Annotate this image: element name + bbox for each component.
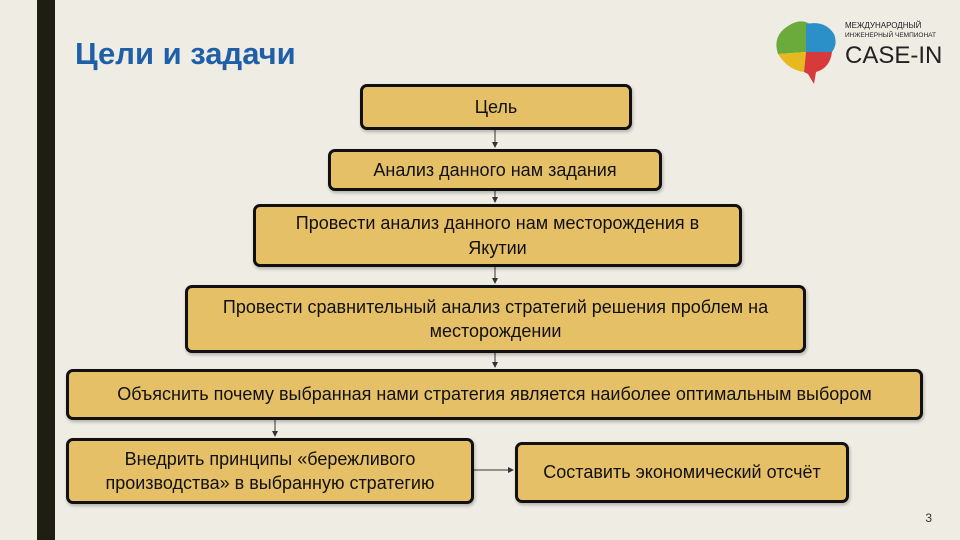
page-title: Цели и задачи <box>75 36 296 71</box>
logo-line2: ИНЖЕНЕРНЫЙ ЧЕМПИОНАТ <box>845 32 936 39</box>
page-number: 3 <box>925 511 932 525</box>
task-field-analysis-box: Провести анализ данного нам месторождени… <box>253 204 742 267</box>
task-justify-strategy-box: Объяснить почему выбранная нами стратеги… <box>66 369 923 420</box>
accent-bar <box>37 0 55 540</box>
task-lean-production-box: Внедрить принципы «бережливого производс… <box>66 438 474 504</box>
goal-box: Цель <box>360 84 632 130</box>
task-analysis-box: Анализ данного нам задания <box>328 149 662 191</box>
logo-brand: CASE-IN <box>845 42 943 69</box>
task-strategy-comparison-box: Провести сравнительный анализ стратегий … <box>185 285 806 353</box>
brain-logo-icon <box>776 21 836 84</box>
logo-line1: МЕЖДУНАРОДНЫЙ <box>845 21 922 30</box>
case-in-logo: МЕЖДУНАРОДНЫЙ ИНЖЕНЕРНЫЙ ЧЕМПИОНАТ CASE-… <box>770 16 950 90</box>
task-economic-report-box: Составить экономический отсчёт <box>515 442 849 503</box>
